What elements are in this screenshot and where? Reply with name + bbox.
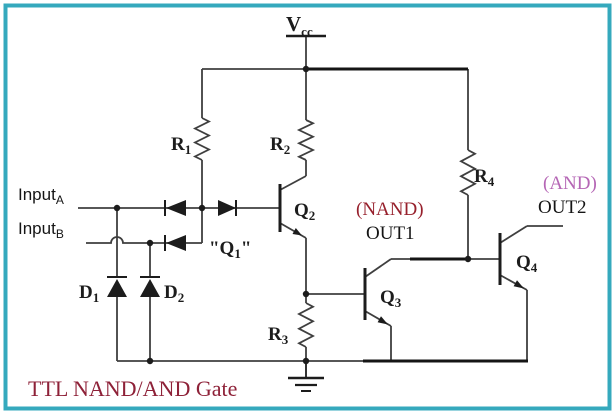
thick-rails xyxy=(306,67,528,363)
page-title: TTL NAND/AND Gate xyxy=(28,376,237,401)
label-q1: "Q1" xyxy=(209,238,251,261)
label-q2: Q2 xyxy=(294,200,315,223)
junction-input-a xyxy=(113,204,121,212)
diode-to-q2-triangle xyxy=(218,200,236,216)
junction-dots xyxy=(113,65,472,365)
junction-out1-node xyxy=(464,255,472,263)
label-q4: Q4 xyxy=(516,252,538,275)
label-r3: R3 xyxy=(268,324,289,347)
q3-collector-wire xyxy=(364,258,392,278)
label-input-b: InputB xyxy=(18,219,64,241)
diode-a-triangle xyxy=(166,200,186,216)
semiconductor-fills xyxy=(107,200,524,325)
junction-input-b xyxy=(146,239,154,247)
junction-q1-base-node xyxy=(198,204,206,212)
label-input-a: InputA xyxy=(18,185,64,207)
junction-vcc-rail xyxy=(302,65,310,73)
q3-emitter-arrow xyxy=(377,316,388,325)
labels: Vcc R1 R2 R3 R4 "Q1" Q2 Q3 Q4 D1 D2 Inpu… xyxy=(18,12,597,401)
label-out2: OUT2 xyxy=(538,197,587,218)
resistor-r4-zigzag xyxy=(459,149,477,196)
diode-d1-triangle xyxy=(107,279,127,297)
junction-q2-emitter-node xyxy=(302,290,310,298)
q4-emitter-arrow xyxy=(513,280,524,289)
label-d2: D2 xyxy=(164,282,184,305)
q2-emitter-arrow xyxy=(292,228,302,236)
diode-b-triangle xyxy=(166,235,186,251)
resistor-r3-zigzag xyxy=(297,302,315,348)
label-d1: D1 xyxy=(79,282,99,305)
label-nand-tag: (NAND) xyxy=(356,199,424,220)
diode-d2-triangle xyxy=(140,279,160,297)
label-vcc: Vcc xyxy=(286,12,313,39)
label-r4: R4 xyxy=(474,166,495,189)
junction-r3-ground xyxy=(302,357,310,365)
label-q3: Q3 xyxy=(380,287,402,310)
resistor-r1-zigzag xyxy=(192,117,212,161)
label-r2: R2 xyxy=(270,134,290,157)
q4-collector-wire xyxy=(499,225,528,244)
q2-collector-wire xyxy=(279,175,307,191)
q2-emitter-wire xyxy=(279,222,307,239)
label-r1: R1 xyxy=(171,134,191,157)
border-frame xyxy=(3,3,612,411)
junction-d2-ground xyxy=(146,357,154,365)
label-out1: OUT1 xyxy=(366,223,415,244)
wires xyxy=(78,36,563,362)
label-and-tag: (AND) xyxy=(543,173,597,194)
resistor-r2-zigzag xyxy=(296,119,316,161)
